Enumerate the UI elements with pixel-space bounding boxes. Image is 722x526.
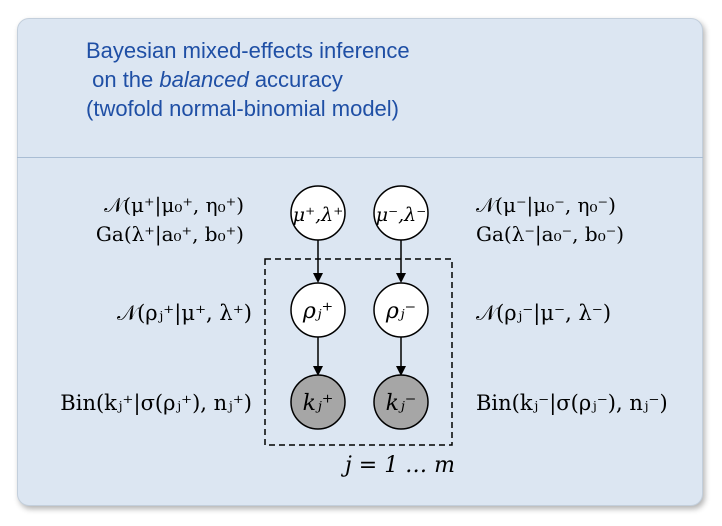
diagram-title: Bayesian mixed-effects inference on the …: [86, 36, 606, 123]
panel-divider: [17, 157, 703, 158]
title-line-1: Bayesian mixed-effects inference: [86, 38, 410, 63]
formula-rho-plus: 𝒩(ρⱼ⁺|μ⁺, λ⁺): [117, 301, 252, 326]
title-line-2-post: accuracy: [248, 67, 343, 92]
title-line-2-pre: on the: [86, 67, 160, 92]
node-mu-lambda-plus-circle: [290, 185, 346, 241]
formula-prior-normal-plus: 𝒩(μ⁺|μ₀⁺, η₀⁺): [104, 193, 244, 218]
node-mu-lambda-plus-label: μ⁺,λ⁺: [293, 204, 344, 226]
node-rho-minus-label: ρⱼ⁻: [385, 299, 416, 324]
node-mu-lambda-minus-label: μ⁻,λ⁻: [376, 204, 427, 226]
node-k-minus: kⱼ⁻: [373, 374, 429, 430]
node-mu-lambda-plus: μ⁺,λ⁺: [290, 185, 346, 241]
node-k-minus-label: kⱼ⁻: [386, 391, 417, 416]
node-mu-lambda-minus: μ⁻,λ⁻: [373, 185, 429, 241]
node-mu-lambda-minus-circle: [373, 185, 429, 241]
formula-prior-gamma-plus: Ga(λ⁺|a₀⁺, b₀⁺): [96, 222, 244, 247]
formula-prior-normal-minus: 𝒩(μ⁻|μ₀⁻, η₀⁻): [476, 193, 616, 218]
title-line-2: on the balanced accuracy: [86, 65, 606, 94]
node-k-plus-circle: [290, 374, 346, 430]
title-line-2-emphasis: balanced: [159, 67, 249, 92]
plate-label: j = 1 … m: [340, 453, 455, 478]
plate-rectangle: [264, 258, 453, 446]
node-rho-plus-circle: [290, 282, 346, 338]
formula-prior-gamma-minus: Ga(λ⁻|a₀⁻, b₀⁻): [476, 222, 624, 247]
node-k-plus-label: kⱼ⁺: [303, 391, 334, 416]
formula-k-minus: Bin(kⱼ⁻|σ(ρⱼ⁻), nⱼ⁻): [476, 391, 668, 416]
node-rho-minus: ρⱼ⁻: [373, 282, 429, 338]
node-rho-plus-label: ρⱼ⁺: [302, 299, 333, 324]
node-rho-plus: ρⱼ⁺: [290, 282, 346, 338]
node-k-plus: kⱼ⁺: [290, 374, 346, 430]
node-rho-minus-circle: [373, 282, 429, 338]
title-line-3: (twofold normal-binomial model): [86, 96, 400, 121]
node-k-minus-circle: [373, 374, 429, 430]
formula-rho-minus: 𝒩(ρⱼ⁻|μ⁻, λ⁻): [476, 301, 611, 326]
formula-k-plus: Bin(kⱼ⁺|σ(ρⱼ⁺), nⱼ⁺): [60, 391, 252, 416]
panel-card: [17, 18, 703, 506]
